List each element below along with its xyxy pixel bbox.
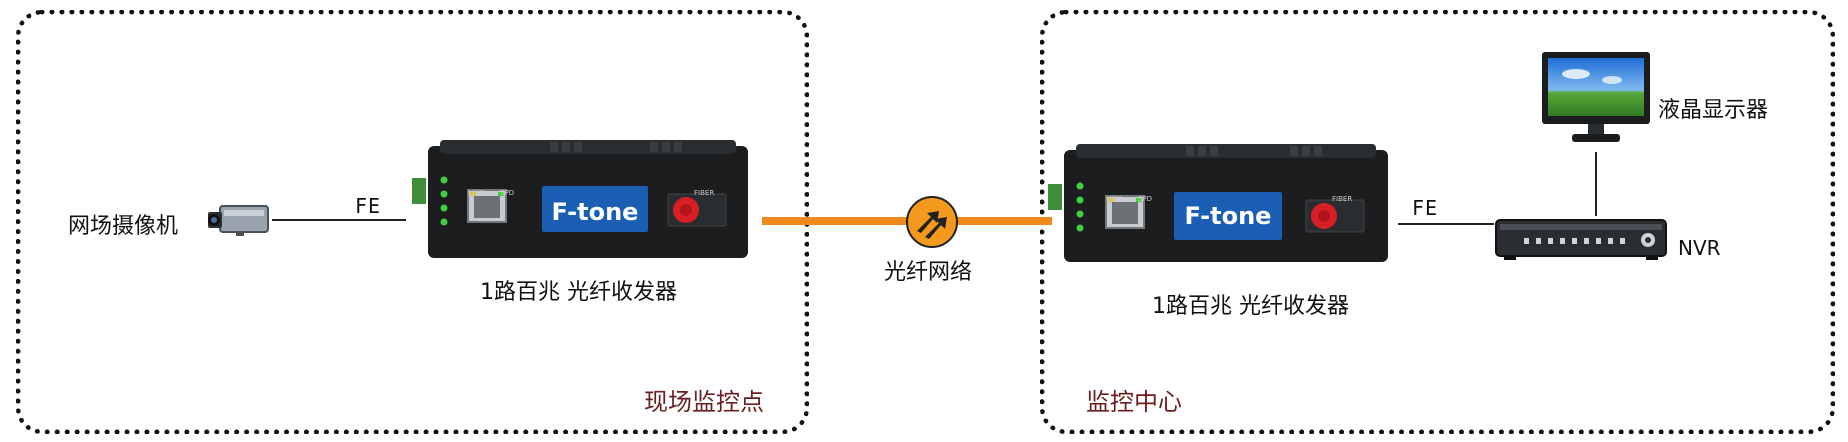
monitor-label: 液晶显示器 — [1658, 98, 1769, 123]
site-zone-label: 现场监控点 — [644, 388, 764, 416]
left-transceiver-label: 1路百兆 光纤收发器 — [480, 280, 677, 305]
nvr-recorder-icon — [1494, 216, 1670, 262]
fiber-network-icon — [905, 195, 959, 249]
left-fe-label: FE — [355, 194, 382, 218]
center-zone-label: 监控中心 — [1086, 388, 1182, 416]
right-fe-label: FE — [1412, 196, 1439, 220]
lcd-monitor-icon — [1540, 50, 1652, 146]
right-fiber-port-label: FIBER — [1332, 195, 1353, 203]
right-transceiver-label: 1路百兆 光纤收发器 — [1152, 294, 1349, 319]
camera-ethernet-cable — [272, 219, 406, 221]
left-port-link-label: LINK — [468, 189, 484, 197]
fiber-link-right — [956, 217, 1052, 225]
left-port-spd-label: SPD — [500, 189, 515, 197]
right-port-link-label: LINK — [1106, 195, 1122, 203]
nvr-ethernet-cable — [1398, 223, 1494, 225]
fiber-transceiver-left — [410, 138, 750, 266]
camera-label: 网场摄像机 — [68, 214, 179, 239]
camera-icon — [206, 202, 272, 238]
nvr-label: NVR — [1678, 236, 1721, 260]
right-port-spd-label: SPD — [1138, 195, 1153, 203]
fiber-link-left — [762, 217, 910, 225]
fiber-transceiver-right — [1046, 142, 1390, 270]
monitor-cable — [1595, 152, 1597, 216]
right-brand-logo: F-tone — [1184, 202, 1272, 230]
fiber-network-label: 光纤网络 — [884, 260, 973, 285]
left-brand-logo: F-tone — [551, 198, 639, 226]
left-fiber-port-label: FIBER — [694, 189, 715, 197]
